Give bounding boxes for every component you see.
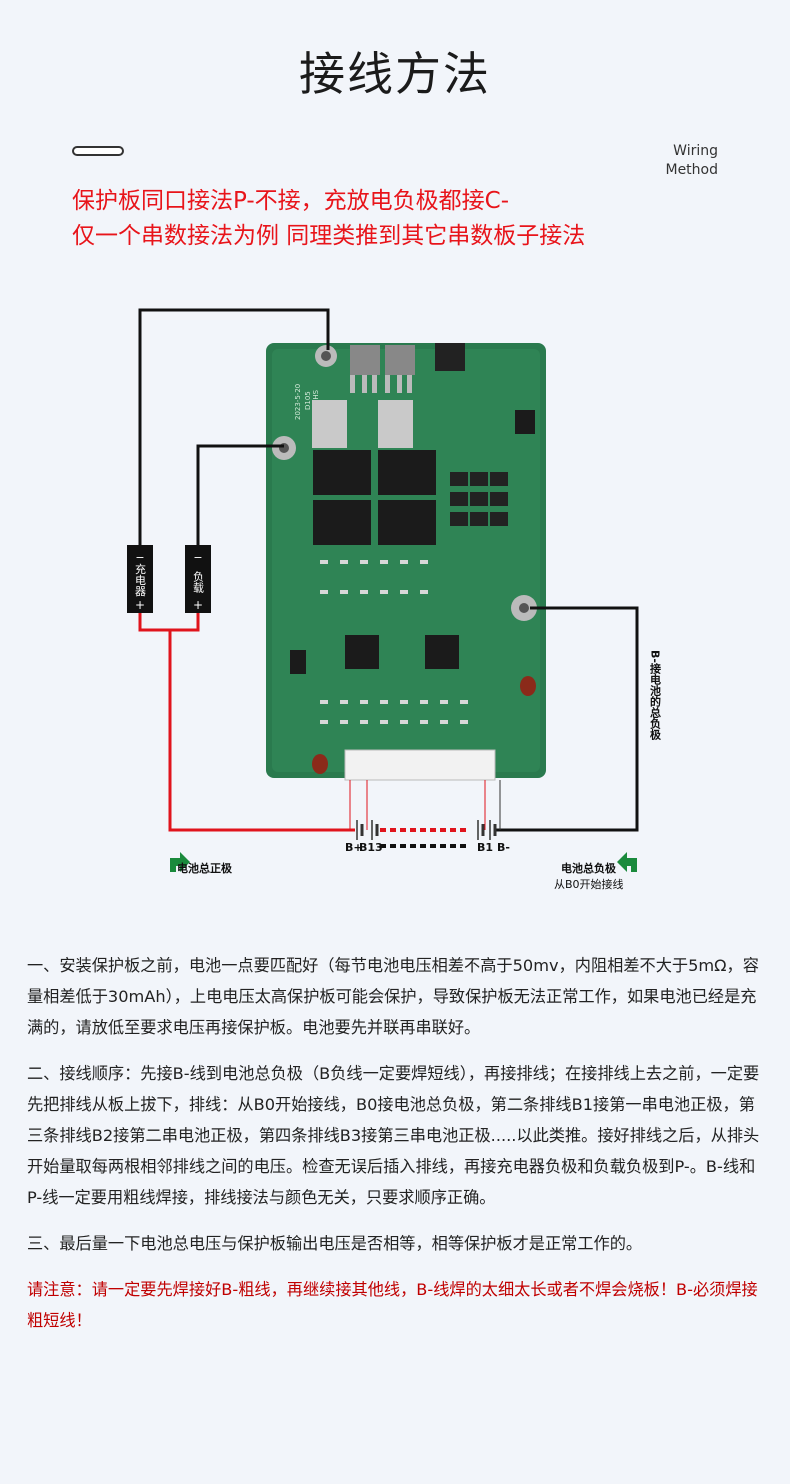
- instruction-2: 二、接线顺序：先接B-线到电池总负极（B负线一定要焊短线），再接排线；在接排线上…: [27, 1064, 760, 1207]
- notice: 请注意：请一定要先焊接好B-粗线，再继续接其他线，B-线焊的太细太长或者不焊会烧…: [27, 1280, 758, 1330]
- instructions: 一、安装保护板之前，电池一点要匹配好（每节电池电压相差不高于50mv，内阻相差不…: [27, 950, 767, 1336]
- english-subtitle-line2: Method: [665, 162, 718, 178]
- english-subtitle: Wiring Method: [665, 142, 718, 180]
- wiring-diagram: 2023-5-20 D105 ROHS: [127, 308, 662, 891]
- battery-negative-arrow-icon: [617, 852, 637, 872]
- decorative-pill: [72, 146, 124, 156]
- pin-label-b1: B1: [477, 841, 493, 854]
- battery-positive-arrow-icon: [170, 852, 190, 872]
- battery-negative-label: 电池总负极: [561, 861, 617, 875]
- page-title: 接线方法: [299, 47, 491, 101]
- load-plus: +: [193, 598, 203, 612]
- charger-terminal: − 充电器 +: [127, 545, 153, 613]
- instruction-3: 三、最后量一下电池总电压与保护板输出电压是否相等，相等保护板才是正常工作的。: [27, 1234, 643, 1253]
- battery-string: [349, 780, 501, 848]
- intro-line-2: 仅一个串数接法为例 同理类推到其它串数板子接法: [72, 223, 586, 249]
- charger-minus: −: [135, 551, 144, 564]
- red-wires: [138, 613, 355, 832]
- charger-plus: +: [135, 598, 145, 612]
- instruction-1: 一、安装保护板之前，电池一点要匹配好（每节电池电压相差不高于50mv，内阻相差不…: [27, 956, 759, 1037]
- pcb-date-mark: 2023-5-20: [294, 384, 302, 420]
- pcb-board: 2023-5-20 D105 ROHS: [266, 343, 546, 781]
- pin-label-bplus: B+: [345, 841, 363, 854]
- english-subtitle-line1: Wiring: [673, 143, 718, 159]
- load-terminal: − 负载 +: [185, 545, 211, 613]
- intro-line-1: 保护板同口接法P-不接，充放电负极都接C-: [72, 188, 510, 214]
- black-wires: [138, 308, 639, 832]
- pcb-model-mark: D105: [304, 391, 312, 410]
- pcb-rohs-mark: ROHS: [312, 389, 320, 410]
- battery-positive-label: 电池总正极: [177, 861, 233, 875]
- battery-negative-sub: 从B0开始接线: [554, 877, 624, 891]
- load-minus: −: [193, 551, 202, 564]
- pin-label-b13: B13: [359, 841, 383, 854]
- load-label: 负载: [192, 570, 205, 593]
- pin-label-bminus: B-: [497, 841, 510, 854]
- charger-label: 充电器: [134, 562, 147, 597]
- b-minus-label: B-接电池的总负极: [649, 650, 662, 741]
